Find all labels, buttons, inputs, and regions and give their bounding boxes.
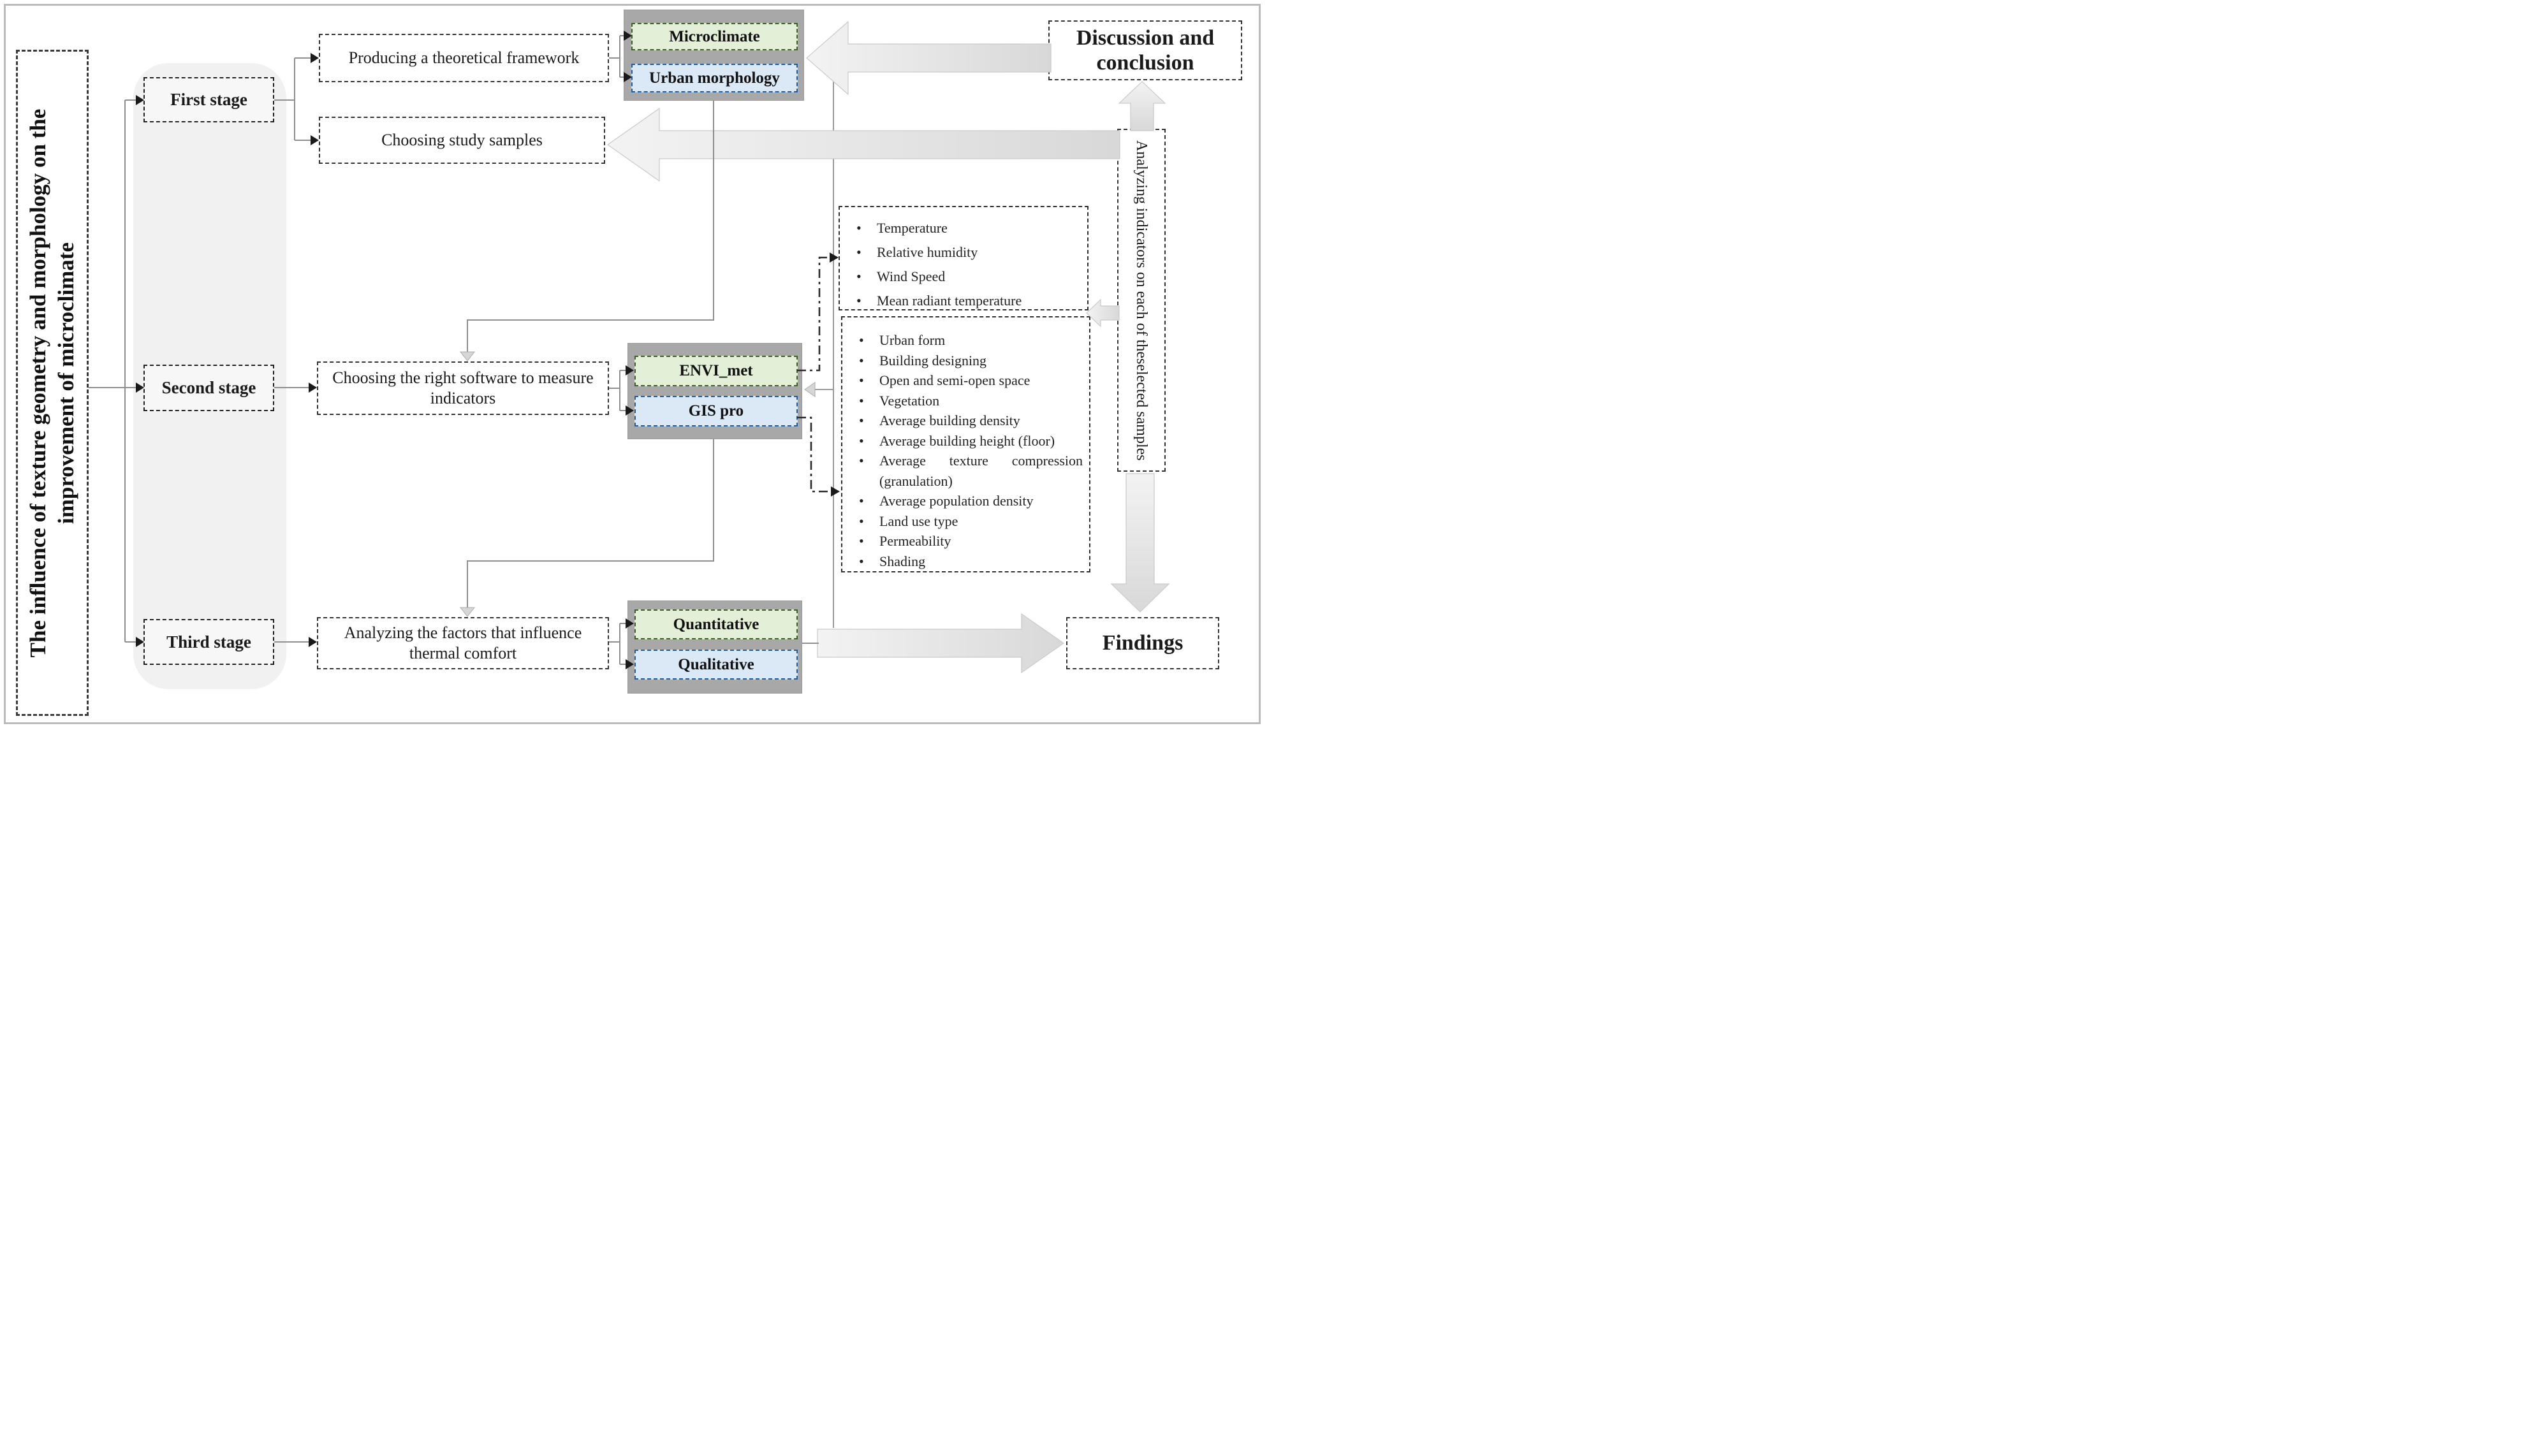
title-box: The influence of texture geometry and mo… <box>16 50 89 716</box>
list-item: Urban form <box>854 330 1083 351</box>
analyzing-indicators-box: Analyzing indicators on each of the sele… <box>1117 129 1166 472</box>
process-box-theoretical-framework: Producing a theoretical framework <box>319 34 609 82</box>
tag-envi-met: ENVI_met <box>634 356 798 386</box>
list-item: Temperature <box>851 216 1081 240</box>
tag-qualitative-label: Qualitative <box>678 655 754 673</box>
list-item: Open and semi-open space <box>854 370 1083 391</box>
process-box-software: Choosing the right software to measure i… <box>317 361 609 415</box>
morphology-indicator-items: Urban form Building designing Open and s… <box>854 330 1083 571</box>
list-morphology-indicators: Urban form Building designing Open and s… <box>841 316 1090 572</box>
analyzing-indicators-line1: Analyzing indicators on each of the <box>1133 140 1150 358</box>
stage-first-label: First stage <box>170 90 247 109</box>
group-software-tools: ENVI_met GIS pro <box>627 343 802 439</box>
tag-quantitative: Quantitative <box>634 609 798 639</box>
list-item: Permeability <box>854 531 1083 551</box>
stage-box-second: Second stage <box>143 365 274 411</box>
stage-box-first: First stage <box>143 77 274 122</box>
tag-envi-met-label: ENVI_met <box>679 362 753 379</box>
diagram-canvas: The influence of texture geometry and mo… <box>0 0 1264 728</box>
outer-frame <box>4 4 1261 724</box>
process-box-study-samples: Choosing study samples <box>319 117 605 164</box>
discussion-conclusion-box: Discussion and conclusion <box>1048 20 1242 80</box>
tag-gis-pro: GIS pro <box>634 396 798 426</box>
tag-microclimate-label: Microclimate <box>669 27 760 45</box>
list-item: Vegetation <box>854 391 1083 411</box>
tag-quantitative-label: Quantitative <box>673 615 759 633</box>
findings-box: Findings <box>1066 617 1219 669</box>
list-item: Average population density <box>854 491 1083 511</box>
list-climate-indicators: Temperature Relative humidity Wind Speed… <box>839 206 1089 313</box>
analyzing-indicators-line2: selected samples <box>1133 358 1150 461</box>
list-item: Average building density <box>854 411 1083 431</box>
list-item: Shading <box>854 551 1083 572</box>
stage-third-label: Third stage <box>166 632 251 652</box>
list-item: Land use type <box>854 511 1083 532</box>
list-item: Average building height (floor) <box>854 431 1083 451</box>
group-framework-outputs: Microclimate Urban morphology <box>624 10 804 101</box>
group-analysis-methods: Quantitative Qualitative <box>627 601 802 694</box>
list-item: Average texture compression (granulation… <box>854 451 1083 491</box>
tag-microclimate: Microclimate <box>631 23 798 50</box>
stage-second-label: Second stage <box>161 378 256 397</box>
list-item: Building designing <box>854 351 1083 371</box>
list-item: Wind Speed <box>851 265 1081 289</box>
thermal-comfort-label: Analyzing the factors that influence the… <box>344 623 582 663</box>
findings-label: Findings <box>1102 631 1184 655</box>
list-item: Relative humidity <box>851 240 1081 265</box>
tag-gis-pro-label: GIS pro <box>688 402 744 419</box>
software-label: Choosing the right software to measure i… <box>332 368 594 408</box>
tag-urban-morphology-label: Urban morphology <box>649 69 780 87</box>
process-box-thermal-comfort: Analyzing the factors that influence the… <box>317 617 609 669</box>
tag-qualitative: Qualitative <box>634 650 798 680</box>
title-text: The influence of texture geometry and mo… <box>26 108 78 657</box>
stage-box-third: Third stage <box>143 619 274 665</box>
theoretical-framework-label: Producing a theoretical framework <box>348 48 580 67</box>
study-samples-label: Choosing study samples <box>381 130 543 149</box>
climate-indicator-items: Temperature Relative humidity Wind Speed… <box>851 216 1081 313</box>
list-item: Mean radiant temperature <box>851 289 1081 313</box>
tag-urban-morphology: Urban morphology <box>631 64 798 92</box>
discussion-conclusion-label: Discussion and conclusion <box>1076 25 1215 75</box>
